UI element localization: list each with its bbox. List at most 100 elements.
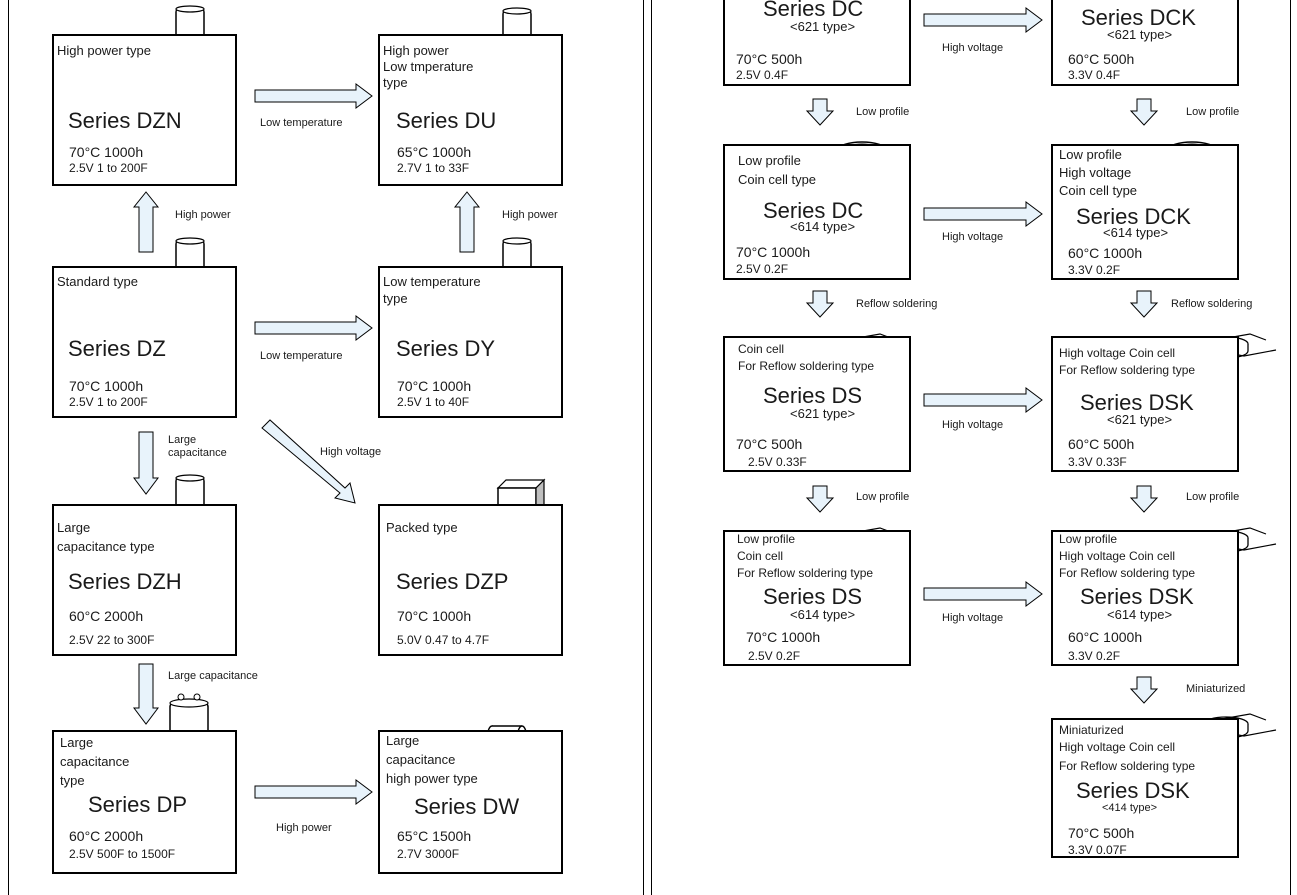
rating-spec: 2.5V 0.4F <box>736 68 789 82</box>
series-name: Series DS <box>763 584 863 609</box>
type-label: Coin cell type <box>1059 183 1138 198</box>
rating-spec: 2.5V 1 to 40F <box>397 395 470 409</box>
arrow-label: High voltage <box>942 612 1004 624</box>
arrow-label: Low temperature <box>260 350 343 362</box>
arrow-dc-dck-621 <box>923 7 1043 33</box>
box-series-du <box>378 34 563 186</box>
type-label: Large <box>386 733 420 748</box>
type-label: High voltage Coin cell <box>1059 346 1176 360</box>
arrow-label: Low temperature <box>260 117 343 129</box>
series-name: Series DSK <box>1080 584 1194 609</box>
rating-spec: 5.0V 0.47 to 4.7F <box>397 633 490 647</box>
rating-spec: 2.5V 500F to 1500F <box>69 847 176 861</box>
type-label: For Reflow soldering type <box>1059 363 1196 377</box>
arrow-dzn-du <box>254 83 373 109</box>
type-label: Coin cell <box>738 342 785 356</box>
arrow-ds-dsk-614 <box>923 581 1043 607</box>
type-label: high power type <box>386 771 478 786</box>
rating-temp: 60°C 1000h <box>1068 629 1143 645</box>
rating-temp: 60°C 1000h <box>1068 245 1143 261</box>
arrow-label: High power <box>175 209 231 221</box>
arrow-label: Miniaturized <box>1186 683 1246 695</box>
series-subtype: <614 type> <box>790 607 856 622</box>
box-series-dsk-414 <box>1051 718 1239 858</box>
arrow-dp-dw <box>254 779 373 805</box>
rating-temp: 70°C 500h <box>736 436 803 452</box>
arrow-dz-dy <box>254 315 373 341</box>
box-series-dz <box>52 266 237 418</box>
rating-temp: 70°C 500h <box>736 51 803 67</box>
box-series-ds-614 <box>723 530 911 666</box>
type-label: High voltage Coin cell <box>1059 549 1176 563</box>
series-name: Series DCK <box>1081 5 1196 30</box>
series-name: Series DP <box>88 792 188 817</box>
type-label: For Reflow soldering type <box>1059 566 1196 580</box>
box-series-dzh <box>52 504 237 656</box>
rating-spec: 2.5V 22 to 300F <box>69 633 155 647</box>
box-series-dck-621 <box>1051 0 1239 86</box>
series-subtype: <621 type> <box>790 406 856 421</box>
rating-spec: 3.3V 0.2F <box>1068 263 1121 277</box>
series-subtype: <614 type> <box>1107 607 1173 622</box>
series-name: Series DC <box>763 198 864 223</box>
series-name: Series DS <box>763 383 863 408</box>
type-label: Packed type <box>386 520 458 535</box>
rating-spec: 3.3V 0.07F <box>1068 843 1127 857</box>
type-label: Low profile <box>738 153 801 168</box>
rating-spec: 2.5V 1 to 200F <box>69 161 148 175</box>
box-series-dc-621 <box>723 0 911 86</box>
rating-spec: 2.5V 0.2F <box>736 262 789 276</box>
type-label: Low temperature <box>383 274 481 289</box>
rating-temp: 65°C 1500h <box>397 828 472 844</box>
series-subtype: <414 type> <box>1102 802 1158 814</box>
arrow-dzh-dp <box>133 663 159 725</box>
type-label: For Reflow soldering type <box>738 359 875 373</box>
rating-temp: 70°C 1000h <box>736 244 811 260</box>
type-label: High voltage <box>1059 165 1132 180</box>
type-label: For Reflow soldering type <box>1059 759 1196 773</box>
arrow-label: Low profile <box>856 491 910 503</box>
rating-temp: 60°C 500h <box>1068 436 1135 452</box>
type-label: High voltage Coin cell <box>1059 740 1176 754</box>
box-series-ds-621 <box>723 336 911 472</box>
series-name: Series DZH <box>68 569 182 594</box>
arrow-label: High voltage <box>942 42 1004 54</box>
type-label: Low profile <box>1059 147 1122 162</box>
rating-temp: 70°C 1000h <box>69 378 144 394</box>
rating-spec: 2.7V 1 to 33F <box>397 161 470 175</box>
arrow-label: Reflow soldering <box>856 298 938 310</box>
type-label: type <box>383 75 408 90</box>
type-label: Low profile <box>1059 532 1118 546</box>
type-label: Large <box>60 735 94 750</box>
series-name: Series DC <box>763 0 864 21</box>
rating-temp: 65°C 1000h <box>397 144 472 160</box>
arrow-label: Large <box>168 434 197 446</box>
arrow-label: Low profile <box>1186 491 1240 503</box>
arrow-label: Reflow soldering <box>1171 298 1253 310</box>
series-subtype: <614 type> <box>1103 225 1169 240</box>
arrow-dz-dzp <box>261 419 356 504</box>
rating-spec: 3.3V 0.2F <box>1068 649 1121 663</box>
arrow-dz-dzh <box>133 431 159 495</box>
rating-temp: 70°C 1000h <box>69 144 144 160</box>
arrow-label: Low profile <box>856 106 910 118</box>
rating-spec: 2.5V 1 to 200F <box>69 395 148 409</box>
rating-temp: 70°C 1000h <box>397 608 472 624</box>
arrow-label: High voltage <box>320 446 382 458</box>
box-series-dc-614 <box>723 144 911 280</box>
type-label: type <box>60 773 85 788</box>
series-subtype: <621 type> <box>1107 27 1173 42</box>
type-label: capacitance <box>60 754 130 769</box>
rating-temp: 60°C 2000h <box>69 828 144 844</box>
rating-temp: 70°C 1000h <box>746 629 821 645</box>
rating-spec: 2.5V 0.2F <box>748 649 801 663</box>
rating-spec: 2.5V 0.33F <box>748 455 807 469</box>
series-name: Series DY <box>396 336 496 361</box>
box-series-dzn <box>52 34 237 186</box>
rating-spec: 3.3V 0.4F <box>1068 68 1121 82</box>
type-label: Coin cell type <box>738 172 817 187</box>
type-label: capacitance type <box>57 539 155 554</box>
box-series-dzp <box>378 504 563 656</box>
type-label: Large <box>57 520 91 535</box>
series-name: Series DSK <box>1080 390 1194 415</box>
